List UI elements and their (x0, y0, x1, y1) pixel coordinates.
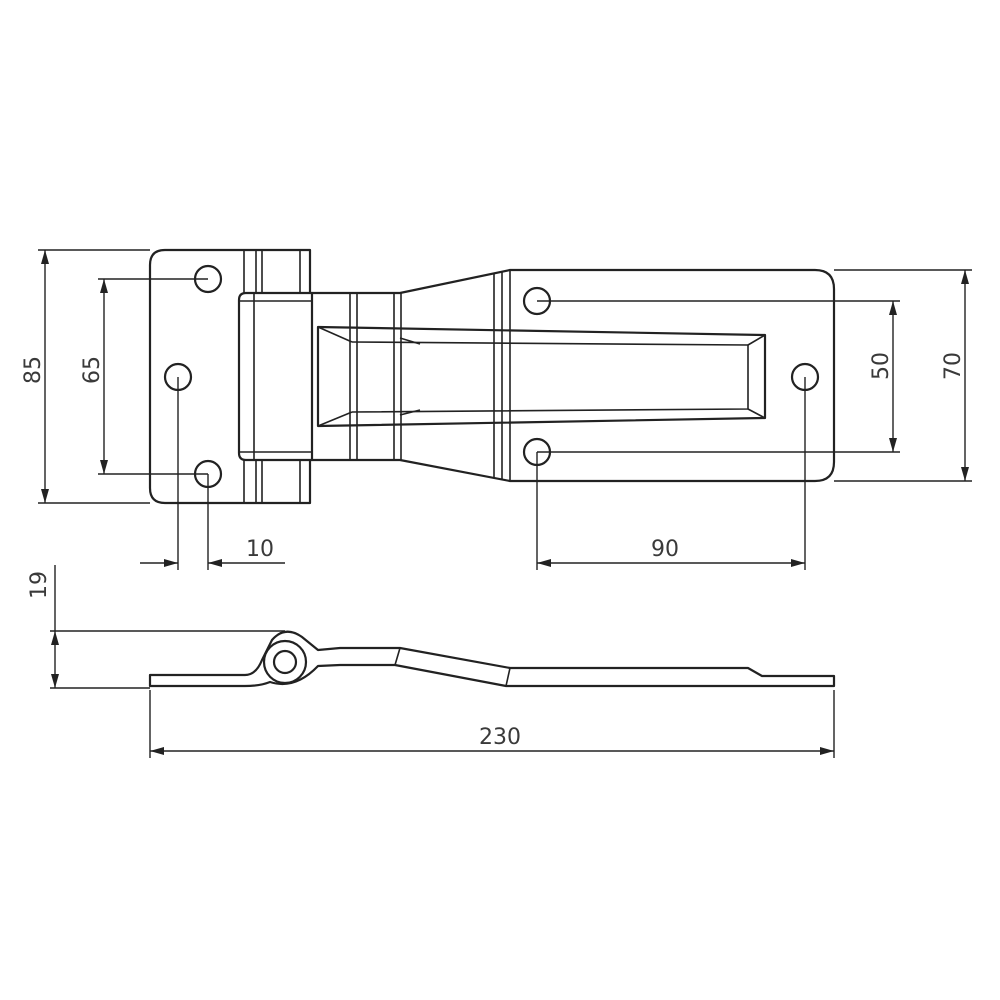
side-bend-1 (394, 647, 401, 666)
dim-label-230: 230 (479, 725, 521, 750)
dim-label-85: 85 (21, 356, 46, 384)
knuckle-block (237, 291, 314, 462)
side-bend-2 (505, 667, 511, 687)
dim-label-50: 50 (869, 352, 894, 380)
dim-label-19: 19 (27, 571, 52, 599)
right-leaf-plate (310, 268, 836, 483)
dim-label-65: 65 (80, 356, 105, 384)
stiffening-rib-inner (351, 341, 749, 413)
rib-bevel-5 (399, 337, 421, 345)
left-leaf-plate (148, 248, 312, 505)
dimension-lines (38, 249, 972, 758)
dim-label-10: 10 (246, 537, 274, 562)
side-view (148, 630, 836, 688)
rib-bevel-6 (399, 409, 421, 416)
side-profile (148, 630, 836, 688)
rib-bevel-4 (747, 408, 766, 419)
dim-label-90: 90 (651, 537, 679, 562)
rib-bevel-2 (317, 411, 353, 427)
rib-bevel-3 (747, 334, 766, 346)
barrel-outer (262, 639, 308, 685)
barrel-pin (272, 649, 298, 675)
dimension-labels: 85 65 10 90 50 70 19 230 (21, 352, 966, 750)
dim-label-70: 70 (941, 352, 966, 380)
top-view (148, 248, 836, 505)
rib-bevel-1 (317, 326, 353, 343)
